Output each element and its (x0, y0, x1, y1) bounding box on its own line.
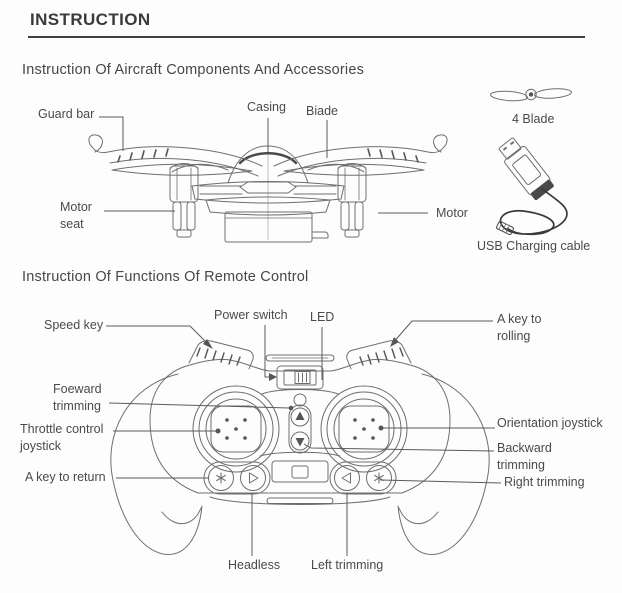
label-speed-key: Speed key (44, 318, 104, 332)
throttle-joystick (192, 385, 280, 473)
label-left-trimming: Left trimming (311, 558, 384, 572)
drone-diagram (88, 134, 448, 243)
leader-speed-key (106, 325, 211, 347)
label-blade: Biade (306, 104, 338, 118)
label-headless: Headless (228, 558, 281, 572)
aircraft-section-heading: Instruction Of Aircraft Components And A… (22, 62, 365, 78)
title-underline (28, 36, 585, 38)
leader-rolling (391, 320, 493, 345)
leader-backward-trimming (303, 443, 495, 452)
return-headless-buttons (203, 461, 271, 495)
label-motor: Motor (436, 206, 468, 220)
orientation-joystick (320, 385, 408, 473)
rolling-key-button (346, 340, 412, 370)
left-right-trim-buttons (329, 461, 397, 495)
label-orientation-joystick: Orientation joystick (497, 416, 603, 430)
label-motor-seat: Motor seat (60, 200, 92, 231)
leader-right-trimming (379, 479, 502, 484)
remote-control-diagram (110, 340, 490, 555)
label-guard-bar: Guard bar (38, 107, 95, 121)
label-foeward-trimming: Foeward trimming (53, 382, 102, 413)
power-switch (276, 365, 324, 390)
page-title: INSTRUCTION (30, 10, 151, 29)
label-power-switch: Power switch (214, 308, 288, 322)
remote-section-heading: Instruction Of Functions Of Remote Contr… (22, 269, 309, 285)
propeller-diagram (490, 88, 572, 102)
label-led: LED (310, 310, 335, 324)
label-4-blade: 4 Blade (512, 112, 555, 126)
label-usb-charging-cable: USB Charging cable (477, 239, 591, 253)
speed-key-button (188, 340, 254, 370)
camera-button-panel (271, 460, 329, 483)
label-throttle-control-joystick: Throttle control joystick (20, 422, 104, 453)
leader-power-switch (264, 325, 273, 378)
label-a-key-to-rolling: A key to rolling (497, 312, 542, 343)
label-right-trimming: Right trimming (504, 475, 585, 489)
label-a-key-to-return: A key to return (25, 470, 106, 484)
leader-foeward-trimming (108, 402, 290, 409)
label-casing: Casing (247, 100, 286, 114)
label-backward-trimming: Backward trimming (497, 441, 552, 472)
leader-guard-bar (99, 116, 124, 151)
led-indicator (293, 393, 307, 407)
trim-buttons-vertical (288, 404, 312, 454)
usb-cable-diagram (496, 137, 568, 236)
leader-lines (99, 116, 502, 556)
